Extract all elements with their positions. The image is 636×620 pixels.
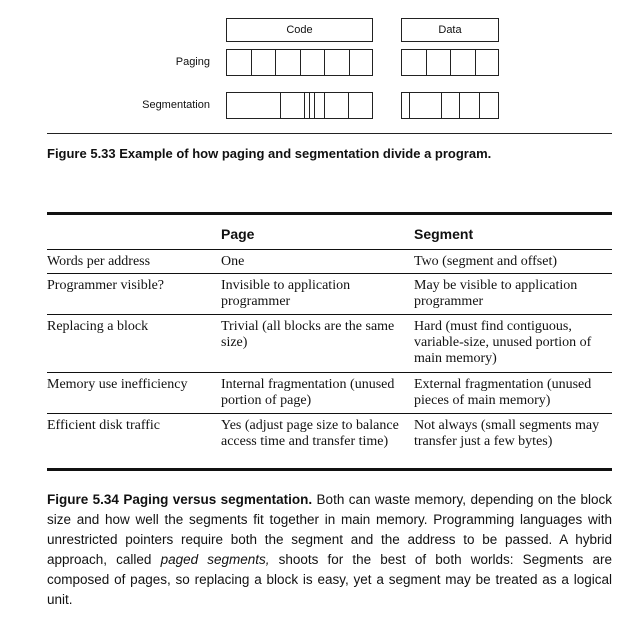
page-block xyxy=(451,50,476,75)
segment-block xyxy=(410,93,442,118)
page-block xyxy=(402,50,427,75)
figure-534-caption-italic: paged segments, xyxy=(160,552,270,567)
segment-block xyxy=(402,93,410,118)
paging-vs-segmentation-table: Page Segment Words per address One Two (… xyxy=(47,212,612,471)
segment-block xyxy=(227,93,281,118)
page-cell: Yes (adjust page size to balance access … xyxy=(221,418,399,449)
table-row: Memory use inefficiency Internal fragmen… xyxy=(47,373,612,414)
figure-534-caption-text-1: Both can waste memory, depending on the … xyxy=(47,492,612,567)
table-header-page: Page xyxy=(221,226,255,242)
page-cell: Trivial (all blocks are the same size) xyxy=(221,319,395,350)
figure-534-caption-text-2: shoots for the best of both worlds: Segm… xyxy=(47,552,612,607)
segmentation-label: Segmentation xyxy=(142,99,210,111)
table-row: Words per address One Two (segment and o… xyxy=(47,250,612,274)
table-header-segment: Segment xyxy=(414,226,474,242)
page-block xyxy=(276,50,301,75)
segment-block xyxy=(315,93,325,118)
table-row: Efficient disk traffic Yes (adjust page … xyxy=(47,414,612,471)
segment-cell: Two (segment and offset) xyxy=(414,254,558,269)
code-label: Code xyxy=(286,24,313,36)
row-label: Words per address xyxy=(47,254,151,269)
row-label: Memory use inefficiency xyxy=(47,377,188,392)
segmentation-data-blocks xyxy=(401,92,499,119)
segment-cell: Hard (must find contiguous, variable-siz… xyxy=(414,319,592,366)
paging-label: Paging xyxy=(175,56,210,68)
paging-data-blocks xyxy=(401,49,499,76)
segment-block xyxy=(480,93,498,118)
paging-code-blocks xyxy=(226,49,373,76)
page-block xyxy=(252,50,276,75)
table-row: Replacing a block Trivial (all blocks ar… xyxy=(47,315,612,373)
figure-534-caption-bold: Figure 5.34 Paging versus segmentation. xyxy=(47,492,313,507)
page-cell: Internal fragmentation (unused portion o… xyxy=(221,377,395,408)
segment-block xyxy=(460,93,480,118)
data-header-box: Data xyxy=(401,18,499,42)
segment-block xyxy=(442,93,460,118)
table-row: Programmer visible? Invisible to applica… xyxy=(47,274,612,315)
figure-533-caption: Figure 5.33 Example of how paging and se… xyxy=(47,144,612,163)
segment-block xyxy=(305,93,310,118)
page-block xyxy=(227,50,252,75)
page-block xyxy=(325,50,350,75)
row-label: Replacing a block xyxy=(47,319,149,334)
page-block xyxy=(476,50,499,75)
page-block xyxy=(427,50,451,75)
segment-cell: External fragmentation (unused pieces of… xyxy=(414,377,592,408)
segment-block xyxy=(281,93,305,118)
segment-block xyxy=(325,93,349,118)
figure-533-divider xyxy=(47,133,612,134)
figure-533-caption-bold: Figure 5.33 Example of how paging and se… xyxy=(47,146,492,161)
table-header: Page Segment xyxy=(47,212,612,250)
segment-cell: Not always (small segments may transfer … xyxy=(414,418,600,449)
segment-block xyxy=(310,93,315,118)
segmentation-code-blocks xyxy=(226,92,373,119)
page-block xyxy=(350,50,373,75)
page-block xyxy=(301,50,325,75)
page-cell: One xyxy=(221,254,245,269)
row-label: Efficient disk traffic xyxy=(47,418,160,433)
code-header-box: Code xyxy=(226,18,373,42)
page-cell: Invisible to application programmer xyxy=(221,278,351,309)
figure-534-caption: Figure 5.34 Paging versus segmentation. … xyxy=(47,490,612,610)
segment-block xyxy=(349,93,372,118)
row-label: Programmer visible? xyxy=(47,278,165,293)
data-label: Data xyxy=(438,24,462,36)
segment-cell: May be visible to application programmer xyxy=(414,278,578,309)
